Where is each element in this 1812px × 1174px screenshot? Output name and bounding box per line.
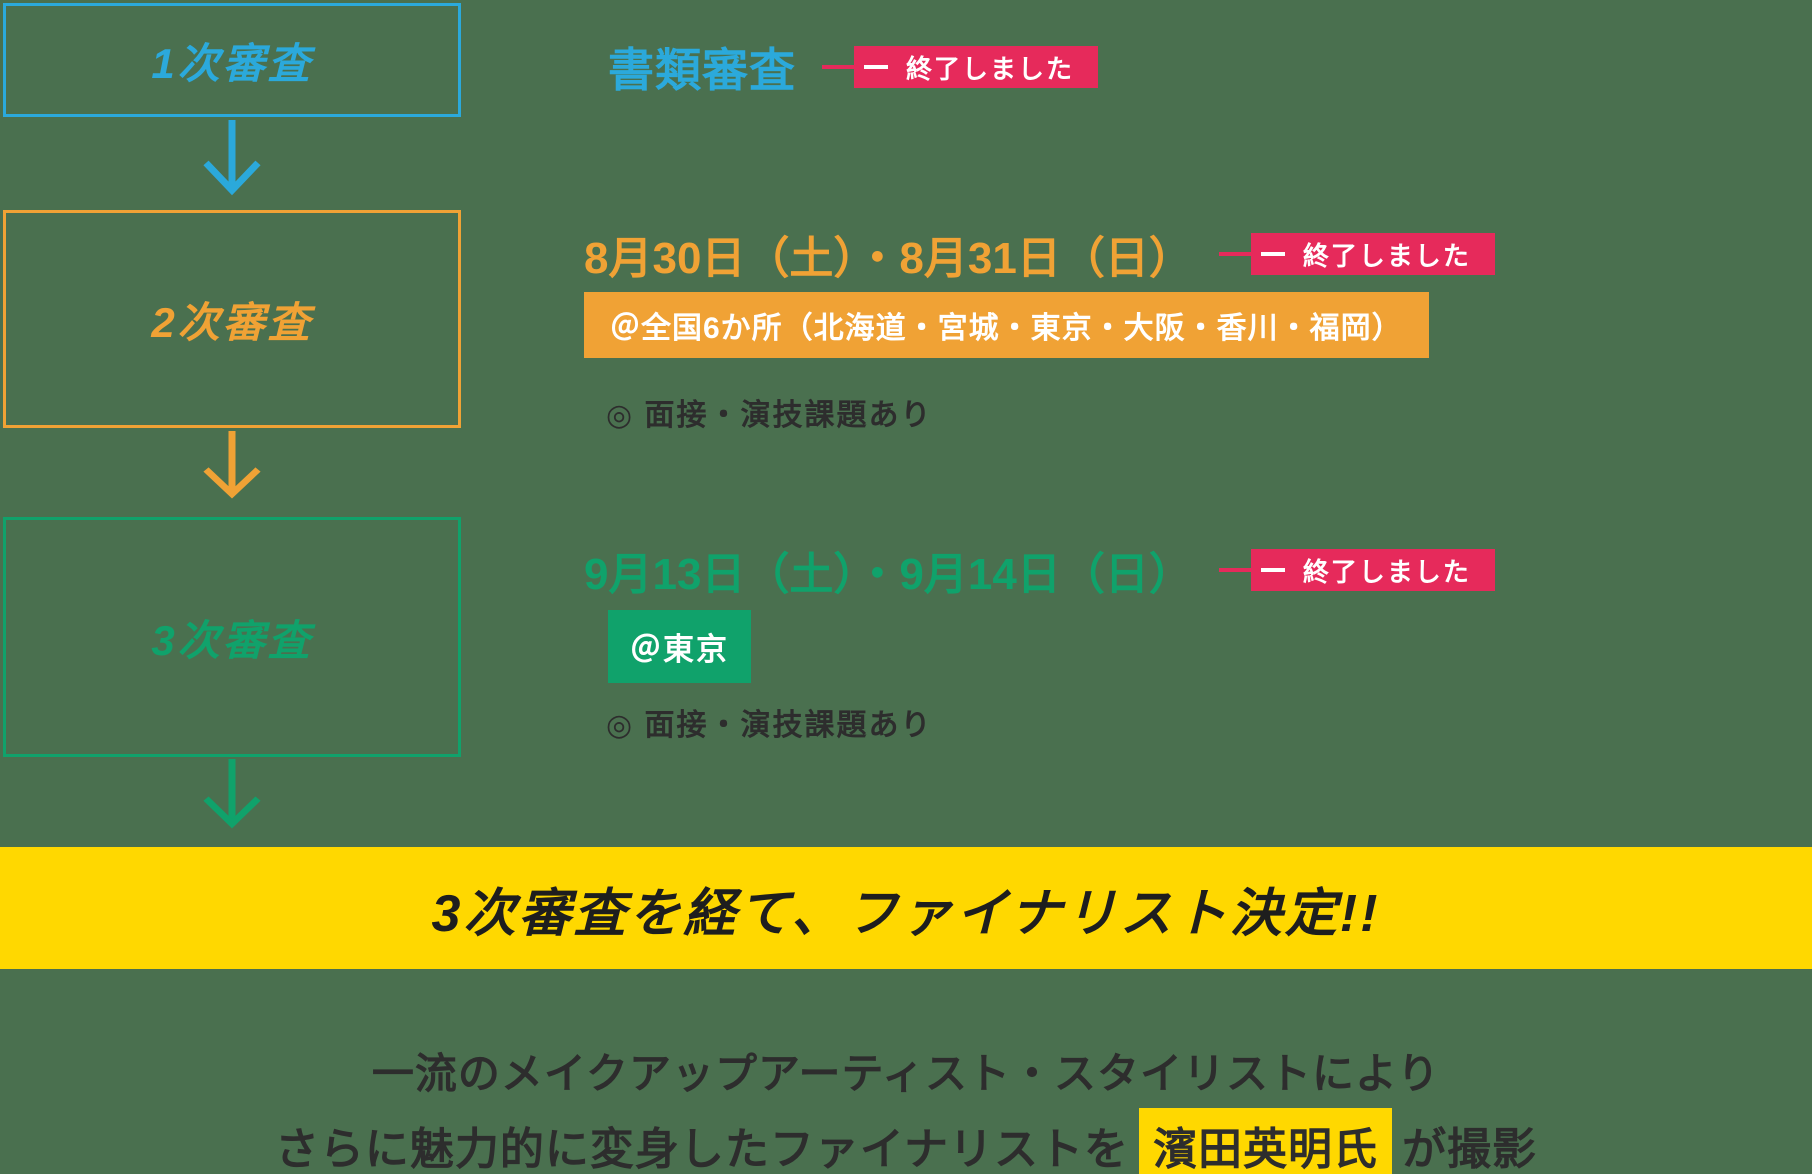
arrow-down-icon-blue <box>203 120 261 196</box>
step-label: 3次審査 <box>151 616 313 664</box>
arrow-down-icon-orange <box>203 431 261 499</box>
footer-line2-before: さらに魅力的に変身したファイナリストを <box>274 1125 1130 1174</box>
stage-date: 8月30日（土）・8月31日（日） <box>584 234 1193 283</box>
ended-badge-label: 終了しました <box>906 53 1075 84</box>
step-box-second-screening: 2次審査 <box>3 210 461 428</box>
first-screening-row: 書類審査 終了しました <box>608 34 1099 100</box>
stage-title: 書類審査 <box>608 44 796 96</box>
step-box-third-screening: 3次審査 <box>3 517 461 757</box>
step-label: 1次審査 <box>151 39 313 87</box>
second-screening-row: 8月30日（土）・8月31日（日） 終了しました <box>584 222 1495 286</box>
stage-date: 9月13日（土）・9月14日（日） <box>584 550 1193 599</box>
ended-badge: 終了しました <box>1250 549 1495 591</box>
ended-badge-label: 終了しました <box>1302 556 1471 587</box>
footer-description-line2: さらに魅力的に変身したファイナリストを濱田英明氏が撮影 <box>0 1108 1812 1174</box>
connector-line <box>822 65 854 69</box>
finalist-banner: 3次審査を経て、ファイナリスト決定!! <box>0 847 1812 969</box>
step-box-first-screening: 1次審査 <box>3 3 461 117</box>
interview-note: ◎ 面接・演技課題あり <box>606 399 933 432</box>
ended-badge: 終了しました <box>1250 233 1495 275</box>
photographer-name-highlight: 濱田英明氏 <box>1139 1108 1393 1174</box>
ended-badge: 終了しました <box>854 46 1099 88</box>
finalist-banner-text: 3次審査を経て、ファイナリスト決定!! <box>431 884 1381 943</box>
ended-badge-label: 終了しました <box>1302 240 1471 271</box>
step-label: 2次審査 <box>151 298 313 346</box>
connector-line <box>1218 252 1251 256</box>
footer-description-line1: 一流のメイクアップアーティスト・スタイリストにより <box>371 1050 1441 1097</box>
connector-line <box>1218 568 1251 572</box>
footer-line2-after: が撮影 <box>1402 1125 1538 1174</box>
location-badge-tokyo: ＠東京 <box>608 610 751 683</box>
arrow-down-icon-green <box>203 759 261 829</box>
location-badge-nationwide: ＠全国6か所（北海道・宮城・東京・大阪・香川・福岡） <box>584 292 1429 358</box>
interview-note: ◎ 面接・演技課題あり <box>606 709 933 742</box>
third-screening-row: 9月13日（土）・9月14日（日） 終了しました <box>584 538 1495 602</box>
